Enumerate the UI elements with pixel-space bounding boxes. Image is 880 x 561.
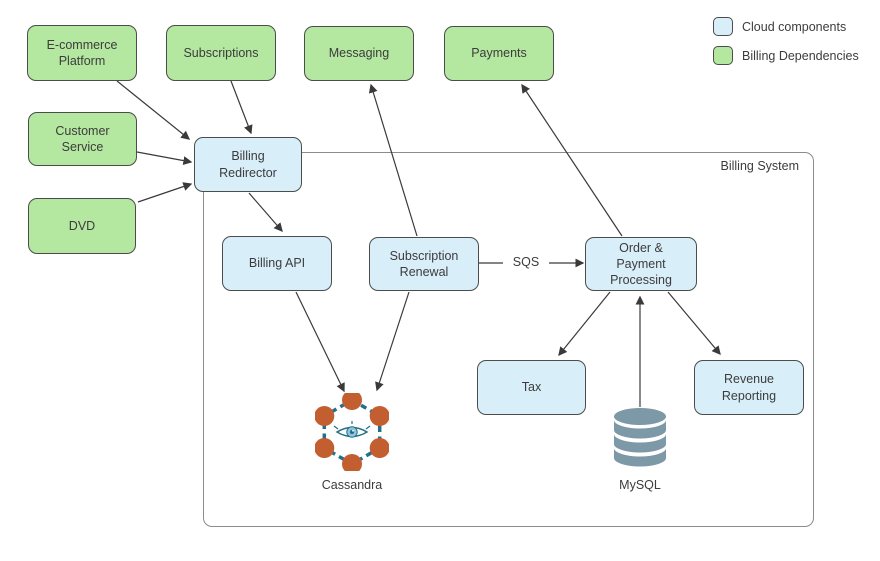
node-tax: Tax xyxy=(477,360,586,415)
sqs-edge-label: SQS xyxy=(503,254,549,270)
legend-swatch-dependency xyxy=(713,46,733,65)
cassandra-label: Cassandra xyxy=(321,478,383,492)
node-subscription-renewal: Subscription Renewal xyxy=(369,237,479,291)
node-revenue-reporting: Revenue Reporting xyxy=(694,360,804,415)
legend-label-cloud: Cloud components xyxy=(742,19,847,34)
legend-item-cloud: Cloud components xyxy=(713,17,846,36)
node-subscriptions: Subscriptions xyxy=(166,25,276,81)
legend-swatch-cloud xyxy=(713,17,733,36)
cassandra-db-icon xyxy=(315,393,389,471)
billing-system-group: Billing System xyxy=(203,152,814,527)
node-customer-service: Customer Service xyxy=(28,112,137,166)
node-payments: Payments xyxy=(444,26,554,81)
database-cylinder-icon xyxy=(614,408,666,467)
legend-item-dependency: Billing Dependencies xyxy=(713,46,859,65)
edge-customer-service-to-billing-redirector xyxy=(136,151,193,166)
node-billing-api: Billing API xyxy=(222,236,332,291)
cassandra-eye xyxy=(333,421,371,438)
edge-subscriptions-to-billing-redirector xyxy=(230,80,253,135)
legend-label-dependency: Billing Dependencies xyxy=(742,48,859,63)
node-dvd: DVD xyxy=(28,198,136,254)
mysql-label: MySQL xyxy=(619,478,661,492)
node-order-payment-processing: Order & Payment Processing xyxy=(585,237,697,291)
node-ecommerce-platform: E-commerce Platform xyxy=(27,25,137,81)
node-messaging: Messaging xyxy=(304,26,414,81)
node-billing-redirector: Billing Redirector xyxy=(194,137,302,192)
edge-dvd-to-billing-redirector xyxy=(137,182,193,203)
billing-system-label: Billing System xyxy=(720,159,800,173)
